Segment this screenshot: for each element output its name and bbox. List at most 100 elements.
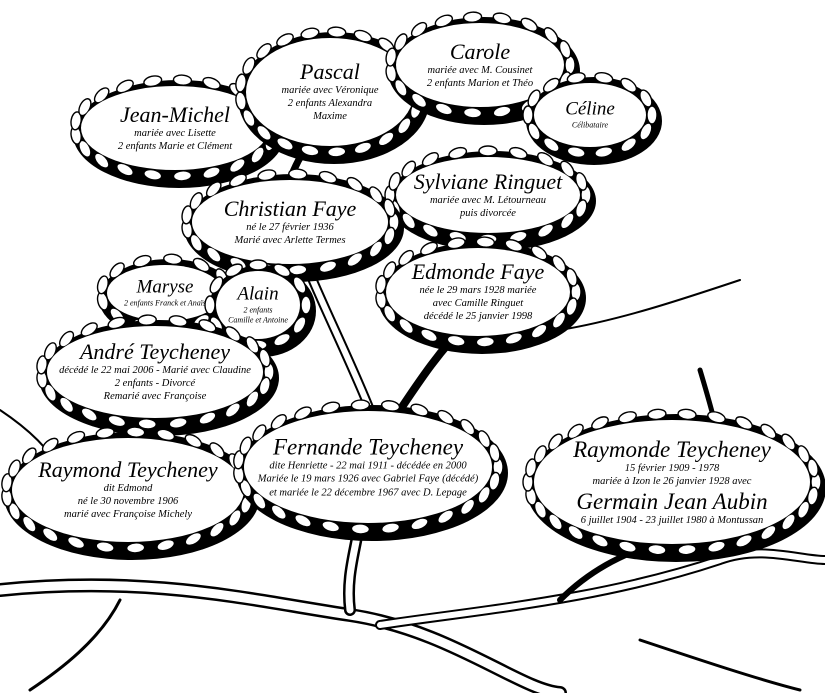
leaf: [41, 527, 59, 543]
leaf: [522, 105, 534, 125]
leaf: [368, 240, 384, 258]
leaf: [163, 253, 183, 266]
leaf: [542, 137, 560, 153]
leaf: [300, 27, 320, 40]
leaf: [107, 414, 127, 428]
leaf: [353, 141, 373, 155]
leaf: [434, 14, 454, 28]
leaf: [318, 170, 338, 184]
person-detail: 2 enfants - Divorcé: [114, 378, 196, 390]
leaf: [43, 342, 57, 361]
leaf: [488, 443, 501, 463]
leaf: [527, 89, 541, 108]
twig-bottom: [28, 598, 122, 692]
leaf: [172, 74, 193, 86]
person-detail: 15 février 1909 - 1978: [624, 463, 720, 475]
leaf: [292, 316, 307, 334]
leaf: [292, 276, 307, 294]
leaf: [156, 428, 176, 442]
leaf: [137, 418, 157, 430]
leaf: [735, 533, 753, 548]
leaf: [591, 416, 609, 431]
leaf: [508, 146, 528, 160]
leaf: [125, 426, 146, 438]
person-name: Alain: [237, 283, 279, 305]
leaf: [475, 336, 496, 348]
spouse-name: Germain Jean Aubin: [576, 488, 768, 514]
leaf: [459, 418, 476, 436]
leaf: [78, 98, 92, 117]
leaf: [420, 241, 438, 256]
leaf: [437, 509, 455, 525]
leaf: [796, 445, 811, 464]
leaf: [388, 172, 402, 191]
leaf: [548, 513, 563, 531]
leaf: [646, 105, 658, 125]
leaf: [202, 166, 221, 180]
leaf: [446, 237, 466, 250]
leaf: [530, 245, 548, 261]
person-detail: 2 enfants: [243, 305, 273, 315]
leaf: [242, 56, 256, 76]
crown-edmonde: [375, 236, 586, 354]
crown-christian: [181, 168, 404, 282]
leaf: [242, 108, 256, 128]
leaf: [235, 73, 247, 93]
leaf: [477, 430, 491, 449]
leaf: [410, 517, 429, 531]
leaf: [420, 328, 438, 343]
leaf: [8, 459, 21, 478]
leaf: [380, 522, 401, 534]
leaf: [224, 326, 241, 342]
person-detail: décédé le 22 mai 2006 - Marié avec Claud…: [59, 365, 251, 377]
leaf: [421, 223, 439, 238]
leaf: [116, 79, 134, 94]
leaf: [184, 433, 203, 449]
person-detail: né le 27 février 1936: [246, 221, 334, 233]
leaf: [677, 543, 697, 556]
leaf: [276, 137, 294, 151]
leaf: [168, 416, 188, 429]
leaf: [204, 295, 216, 315]
leaf: [394, 33, 408, 52]
crown-celine: [522, 71, 662, 165]
leaf: [520, 17, 538, 32]
person-detail: 2 enfants Alexandra: [287, 98, 373, 110]
leaf: [567, 423, 584, 440]
leaf: [618, 411, 637, 424]
leaf: [647, 408, 667, 421]
leaf: [321, 401, 341, 414]
leaf: [377, 131, 395, 147]
leaf: [300, 295, 312, 315]
person-name: Carole: [449, 38, 511, 64]
leaf: [125, 542, 146, 554]
leaf: [620, 77, 638, 93]
leaf: [300, 144, 320, 157]
leaf: [551, 255, 567, 273]
person-name: Fernande Teycheney: [272, 434, 464, 460]
crown-body: [12, 438, 244, 542]
leaf: [252, 492, 267, 510]
leaf: [198, 319, 217, 333]
person-detail: mariée à Izon le 26 janvier 1928 avec: [592, 476, 752, 488]
person-detail: Marié avec Arlette Termes: [234, 235, 346, 247]
person-detail: née le 29 mars 1928 mariée: [419, 285, 537, 297]
leaf: [270, 504, 287, 520]
leaf: [383, 198, 396, 218]
leaf: [228, 157, 246, 174]
leaf: [401, 212, 417, 230]
leaf: [21, 447, 37, 465]
leaf: [677, 408, 697, 421]
person-detail: 2 enfants Marie et Clément: [117, 141, 233, 153]
leaf: [760, 423, 777, 440]
leaf: [95, 541, 115, 553]
leaf: [806, 486, 819, 506]
leaf: [559, 160, 575, 178]
leaf: [558, 40, 572, 59]
leaf: [202, 76, 221, 90]
leaf: [248, 259, 268, 271]
